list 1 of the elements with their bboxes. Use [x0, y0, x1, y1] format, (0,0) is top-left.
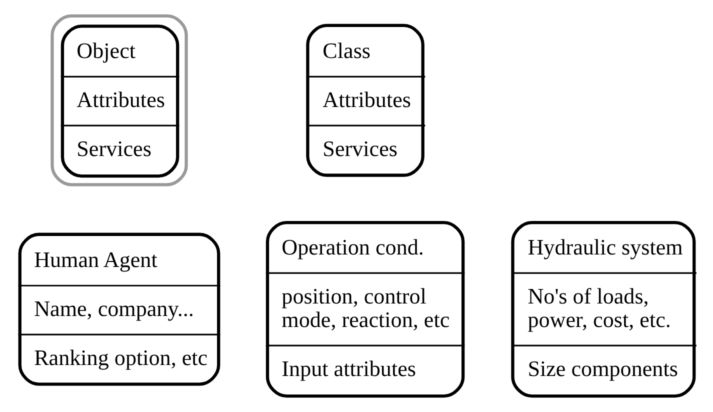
node-box: Object Attributes Services [50, 14, 188, 186]
